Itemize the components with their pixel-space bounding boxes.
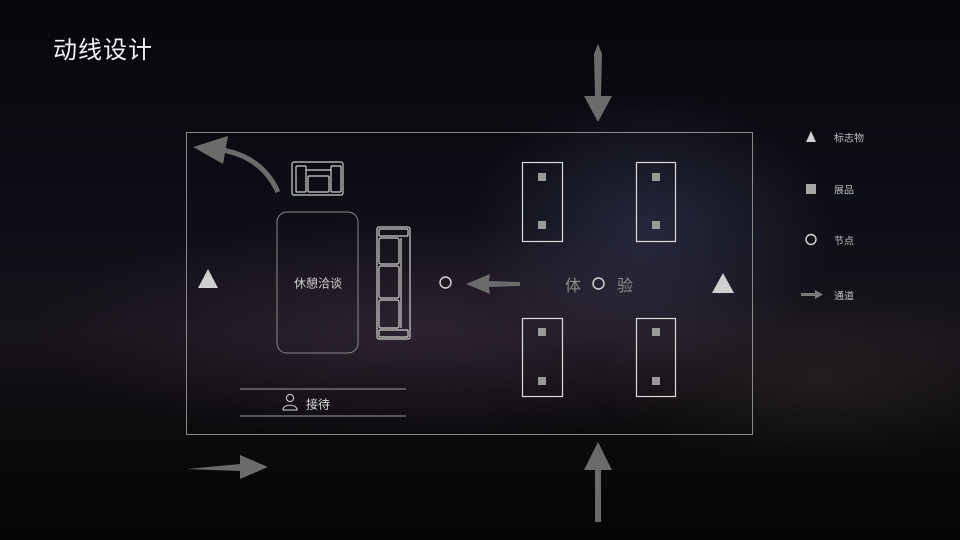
entry-arrow-top — [584, 44, 612, 122]
experience-label-right: 验 — [616, 276, 634, 295]
exhibit-case-2 — [635, 161, 677, 243]
reception-label: 接待 — [306, 397, 331, 412]
venue-outline — [186, 132, 753, 435]
legend-exhibit-label: 展品 — [834, 185, 854, 197]
slide-title: 动线设计 — [53, 36, 153, 64]
reception-desk — [240, 388, 406, 417]
exhibit-case-4 — [635, 317, 677, 398]
lounge-label: 休憩洽谈 — [293, 276, 343, 291]
person-icon — [282, 393, 298, 411]
experience-label-left: 体 — [564, 276, 582, 295]
exhibit-case-3 — [521, 317, 564, 398]
legend-arrow-icon — [801, 290, 823, 299]
legend-triangle-icon — [806, 131, 816, 142]
exit-arrow-curved — [193, 136, 281, 194]
exhibit-case-1 — [521, 161, 564, 243]
legend-square-icon — [806, 184, 816, 194]
node-circle-experience — [592, 277, 605, 290]
legend-passage-label: 通道 — [834, 291, 854, 303]
sofa-icon-side — [376, 226, 411, 340]
legend-landmark-label: 标志物 — [834, 133, 864, 145]
entry-arrow-left — [187, 455, 268, 479]
legend-circle-icon — [805, 233, 817, 246]
landmark-triangle-right — [712, 273, 734, 293]
landmark-triangle-left — [198, 269, 218, 288]
flow-arrow-inner — [466, 274, 520, 294]
legend-node-label: 节点 — [834, 236, 854, 248]
sofa-icon-top — [291, 161, 344, 196]
lounge-area — [276, 211, 359, 354]
entry-arrow-bottom — [584, 442, 612, 522]
node-circle-lounge — [439, 276, 452, 289]
